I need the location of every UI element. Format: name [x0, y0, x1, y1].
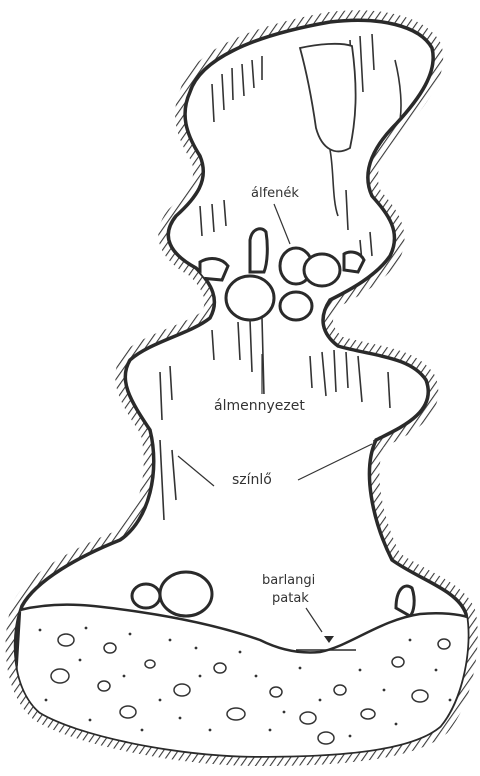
label-patak: patak — [272, 591, 309, 606]
label-almennyezet: álmennyezet — [214, 398, 305, 414]
label-barlangi: barlangi — [262, 573, 315, 588]
label-alfenek: álfenék — [251, 186, 299, 201]
label-szinlo: színlő — [232, 472, 272, 488]
